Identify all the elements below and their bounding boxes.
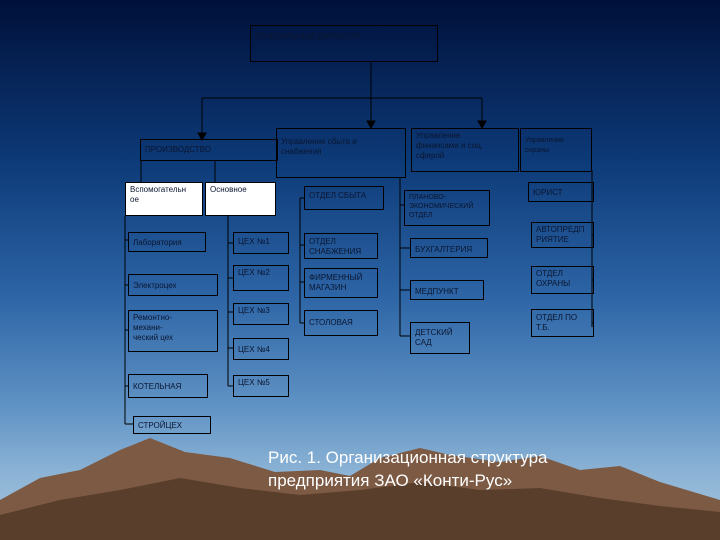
repair-shop-box: Ремонтно- механи- ческий цех xyxy=(128,310,218,352)
planning-economic-department-box: ПЛАНОВО- ЭКОНОМИЧЕСКИЙ ОТДЕЛ xyxy=(404,190,490,226)
guard-department-box: ОТДЕЛ ОХРАНЫ xyxy=(531,266,594,294)
mountain-shadow xyxy=(0,478,720,540)
power-shop-box: Электроцех xyxy=(128,274,218,296)
figure-caption: Рис. 1. Организационная структура предпр… xyxy=(268,448,548,490)
main-production-box: Основное xyxy=(205,182,276,216)
safety-department-box: ОТДЕЛ ПО Т.Б. xyxy=(531,309,594,337)
boiler-room-box: КОТЕЛЬНАЯ xyxy=(128,374,208,398)
shop-1-box: ЦЕХ №1 xyxy=(233,232,289,254)
motor-transport-box: АВТОПРЕДП РИЯТИЕ xyxy=(531,222,594,248)
sales-department-box: ОТДЕЛ СБЫТА xyxy=(304,186,384,210)
supply-department-box: ОТДЕЛ СНАБЖЕНИЯ xyxy=(304,233,378,259)
security-management-box: Управление охраны xyxy=(520,128,592,172)
shop-4-box: ЦЕХ №4 xyxy=(233,338,289,360)
production-box: ПРОИЗВОДСТВО xyxy=(140,139,278,161)
sales-supply-management-box: Управление сбыта и снабжения xyxy=(276,128,406,178)
finance-social-management-box: Управление финансами и соц. сферой xyxy=(411,128,519,172)
connector-lines xyxy=(124,62,594,425)
canteen-box: СТОЛОВАЯ xyxy=(304,310,378,336)
kindergarten-box: ДЕТСКИЙ САД xyxy=(410,322,470,354)
brand-store-box: ФИРМЕННЫЙ МАГАЗИН xyxy=(304,268,378,298)
shop-2-box: ЦЕХ №2 xyxy=(233,265,289,291)
general-director-box: ГЕНЕРАЛЬНЫЙ ДИРЕКТОР xyxy=(250,25,438,62)
lawyer-box: ЮРИСТ xyxy=(528,182,594,202)
shop-3-box: ЦЕХ №3 xyxy=(233,303,289,325)
laboratory-box: Лаборатория xyxy=(128,232,206,252)
shop-5-box: ЦЕХ №5 xyxy=(233,375,289,397)
construction-shop-box: СТРОЙЦЕХ xyxy=(133,416,211,434)
auxiliary-production-box: Вспомогательн ое xyxy=(125,182,203,216)
accounting-box: БУХГАЛТЕРИЯ xyxy=(410,238,488,258)
medical-office-box: МЕДПУНКТ xyxy=(410,280,484,300)
